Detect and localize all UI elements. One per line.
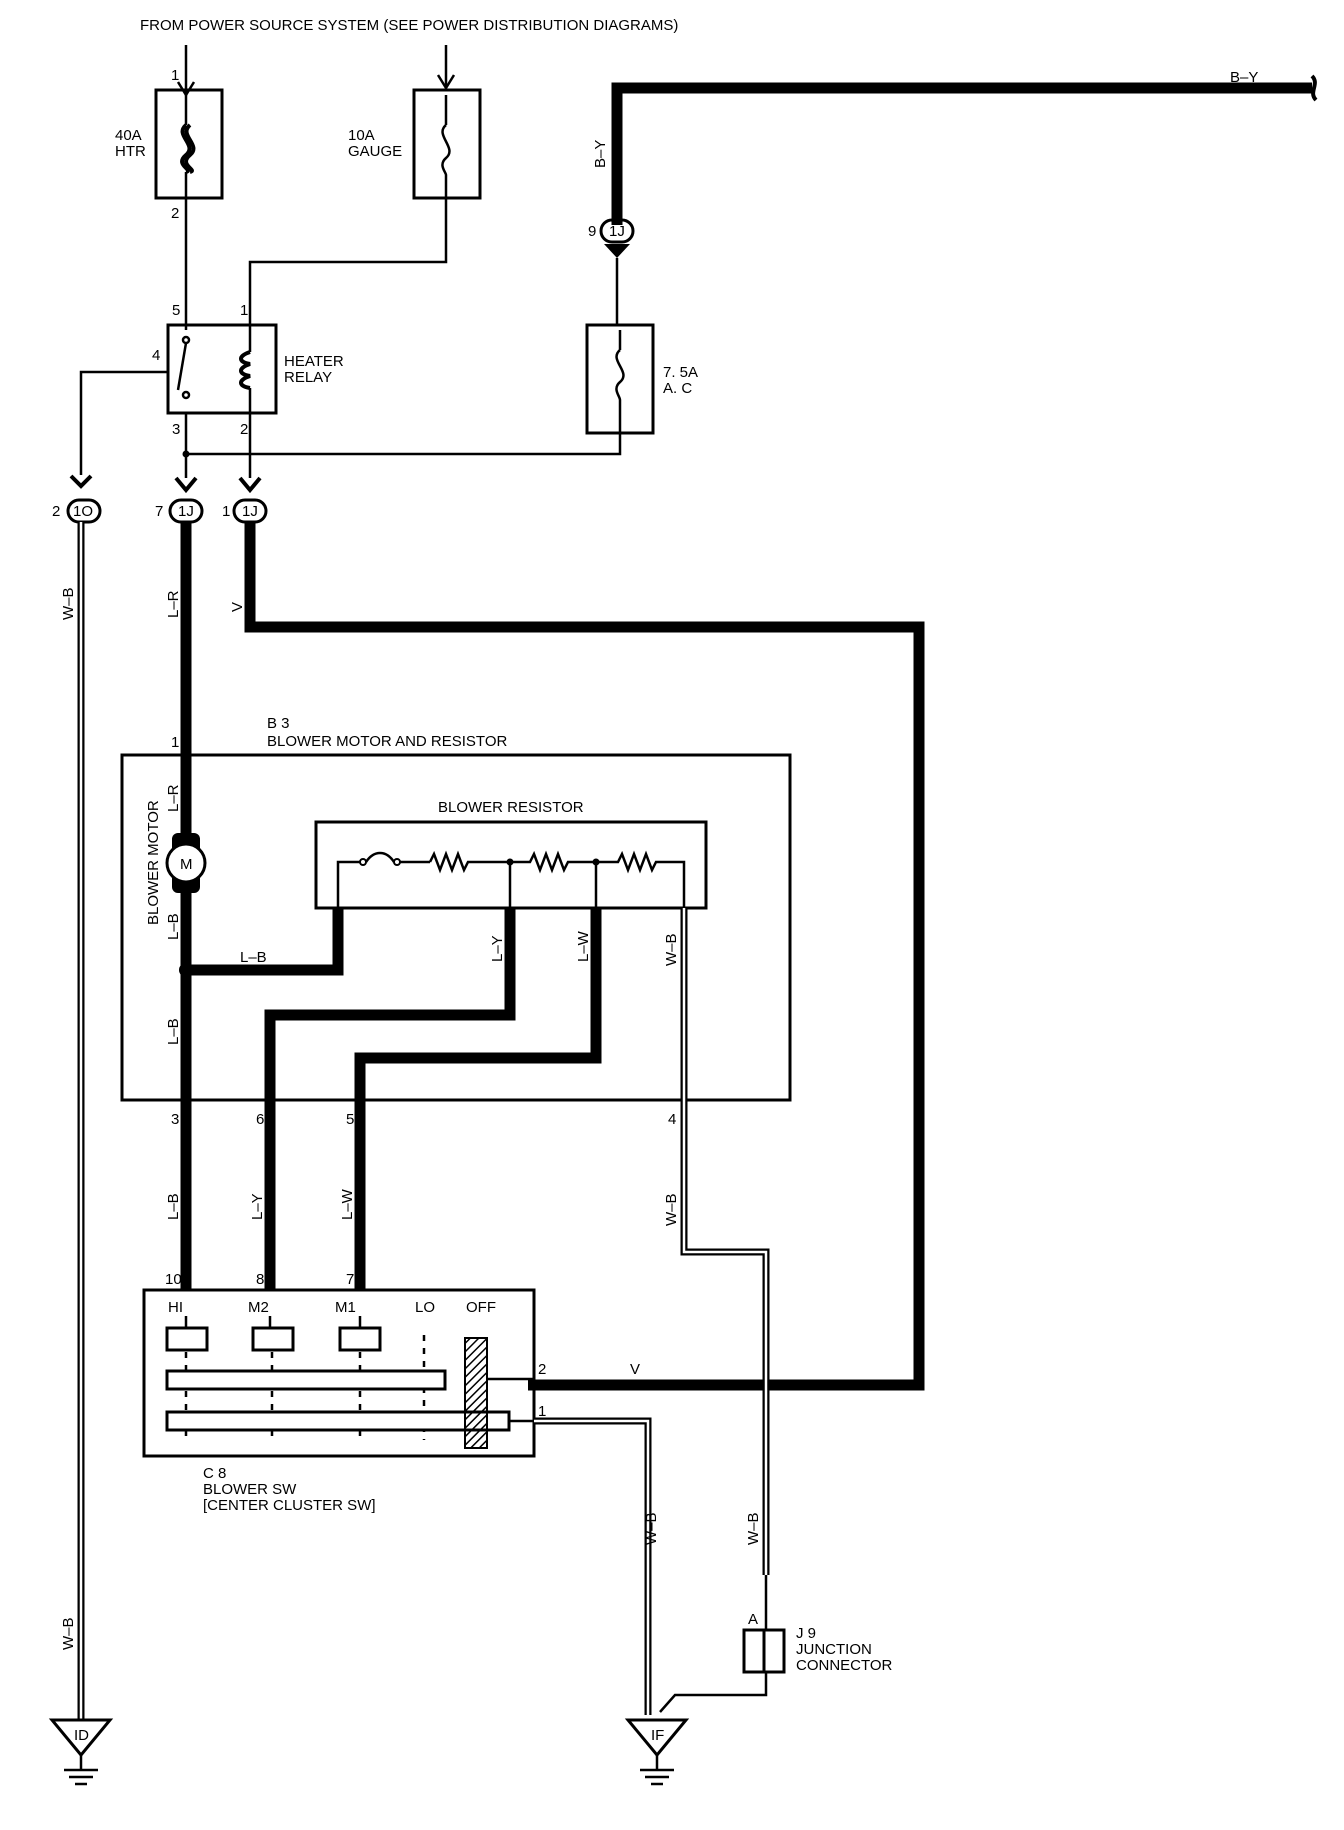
relay-name-1: HEATER [284,353,344,370]
sw-name-1: BLOWER SW [203,1481,297,1498]
fuse-htr-name: HTR [115,143,146,160]
fuse-gauge [412,88,482,200]
supply-arrow-gauge [436,45,456,91]
blower-motor-symbol [165,833,207,893]
ground-if-symbol [624,1718,690,1786]
wire-lb-branch: L–B [240,949,267,966]
switch-contacts [165,1316,511,1440]
wire-ly-res: L–Y [489,935,506,962]
wire-v-top: V [229,602,246,612]
blower-assembly-pin-top: 1 [171,734,179,751]
wire-wb-res: W–B [663,933,680,966]
fuse-gauge-rating: 10A [348,127,375,144]
power-source-label: FROM POWER SOURCE SYSTEM (SEE POWER DIST… [140,17,678,34]
blower-pin5: 5 [346,1111,354,1128]
j9-line1: JUNCTION [796,1641,872,1658]
blower-motor-label: BLOWER MOTOR [145,800,162,925]
relay-pin1: 1 [240,302,248,319]
fuse-htr-pin-top: 1 [171,67,179,84]
relay-pin5: 5 [172,302,180,319]
blower-assembly-title: BLOWER MOTOR AND RESISTOR [267,733,507,750]
ground-id-label: ID [74,1727,89,1744]
wire-wb-sw: W–B [643,1512,660,1545]
wire-by-vert: B–Y [592,140,609,168]
blower-pin6: 6 [256,1111,264,1128]
fuse-ac-name: A. C [663,380,692,397]
j9-line2: CONNECTOR [796,1657,893,1674]
resistor-network [336,850,686,908]
fuse-ac-rating: 7. 5A [663,364,698,381]
wire-lw-out: L–W [339,1188,356,1220]
connector-1o-id: 1O [73,503,93,520]
ground-if-label: IF [651,1727,664,1744]
sw-name-2: [CENTER CLUSTER SW] [203,1497,376,1514]
blower-switch-box [142,1288,536,1458]
wire-wb-out: W–B [663,1193,680,1226]
ground-id-symbol [48,1718,114,1786]
fuse-ac [585,323,655,435]
wire-wb-j9: W–B [745,1512,762,1545]
blower-resistor-title: BLOWER RESISTOR [438,799,584,816]
wire-ly-out: L–Y [249,1193,266,1220]
connector-1j7-id: 1J [178,503,194,520]
sw-pos-m1: M1 [335,1299,356,1316]
wire-lb-motor: L–B [165,913,182,940]
j9-code: J 9 [796,1625,816,1642]
connector-1j9-pin: 9 [588,223,596,240]
sw-pin1: 1 [538,1403,546,1420]
supply-arrow-htr [176,45,196,98]
wire-lr-motor: L–R [165,784,182,812]
connector-1j-pin9 [599,218,635,258]
wire-v-sw: V [630,1361,640,1378]
switch-off-bar [464,1337,488,1449]
relay-pin2: 2 [240,421,248,438]
wire-wb-left: W–B [60,587,77,620]
wire-lr-top: L–R [165,590,182,618]
blower-assembly-box [120,753,792,1102]
sw-pin8: 8 [256,1271,264,1288]
fuse-gauge-name: GAUGE [348,143,402,160]
relay-name-2: RELAY [284,369,332,386]
blower-pin3: 3 [171,1111,179,1128]
blower-pin4: 4 [668,1111,676,1128]
sw-pos-m2: M2 [248,1299,269,1316]
connector-1j1-pin: 1 [222,503,230,520]
sw-pin2: 2 [538,1361,546,1378]
wire-lb-lower: L–B [165,1018,182,1045]
connector-1o-pin: 2 [52,503,60,520]
connector-1j7-pin: 7 [155,503,163,520]
blower-assembly-code: B 3 [267,715,290,732]
j9-pin-a: A [748,1611,758,1628]
heater-relay [166,323,278,415]
sw-pin10: 10 [165,1271,182,1288]
relay-pin4: 4 [152,347,160,364]
sw-code: C 8 [203,1465,226,1482]
relay-pin3: 3 [172,421,180,438]
sw-pos-hi: HI [168,1299,183,1316]
sw-pos-lo: LO [415,1299,435,1316]
connector-1j9-id: 1J [609,223,625,240]
junction-connector-j9 [659,1575,786,1713]
blower-motor-m: M [180,856,193,873]
wire-lb-out: L–B [165,1193,182,1220]
wire-wb-left-low: W–B [60,1617,77,1650]
fuse-htr [154,88,224,200]
sw-pin7: 7 [346,1271,354,1288]
fuse-htr-rating: 40A [115,127,142,144]
fuse-htr-pin-bottom: 2 [171,205,179,222]
connector-1j1-id: 1J [242,503,258,520]
wire-by-top: B–Y [1230,69,1258,86]
sw-pos-off: OFF [466,1299,496,1316]
wire-lw-res: L–W [575,930,592,962]
